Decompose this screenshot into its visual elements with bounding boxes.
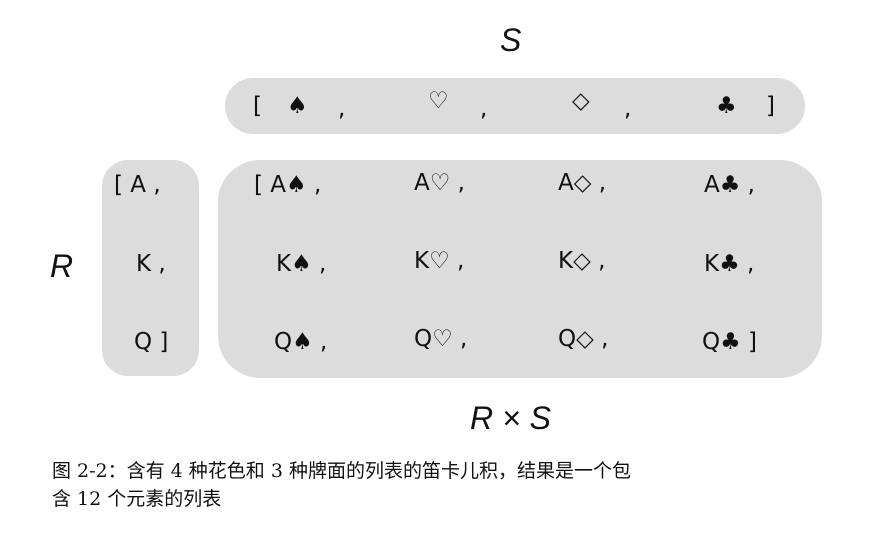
s-comma: , [480, 96, 488, 122]
s-club: ♣ [716, 93, 737, 119]
s-comma: , [338, 96, 346, 122]
product-cell: K♠ , [276, 251, 327, 277]
product-cell: Q◇ , [558, 326, 609, 352]
product-cell: K♣ , [704, 251, 755, 277]
figure-caption-line-2: 含 12 个元素的列表 [52, 488, 222, 510]
product-cell: Q♠ , [274, 329, 328, 355]
product-cell: A◇ , [558, 170, 607, 196]
set-s-label: S [500, 22, 522, 58]
s-comma: , [624, 96, 632, 122]
product-container [218, 160, 822, 378]
s-diamond: ◇ [572, 88, 590, 114]
product-cell: A♡ , [414, 170, 465, 196]
product-label: R × S [470, 400, 551, 436]
figure-caption-line-1: 图 2-2：含有 4 种花色和 3 种牌面的列表的笛卡儿积，结果是一个包 [52, 460, 631, 482]
product-cell: [ A♠ , [254, 172, 322, 198]
product-cell: Q♡ , [414, 326, 468, 352]
r-item-q: Q ] [134, 329, 169, 355]
product-cell: K◇ , [558, 248, 606, 274]
set-s-container [225, 78, 805, 134]
s-close-bracket: ] [766, 93, 775, 119]
r-item-a: [ A , [114, 172, 161, 198]
s-heart: ♡ [428, 88, 449, 114]
set-r-container [102, 160, 199, 376]
set-r-label: R [50, 248, 74, 284]
r-item-k: K , [136, 251, 166, 277]
product-cell: A♣ , [704, 172, 755, 198]
product-cell: K♡ , [414, 248, 465, 274]
product-cell: Q♣ ] [702, 329, 758, 355]
s-open-bracket: [ [253, 93, 262, 119]
s-spade: ♠ [287, 93, 308, 119]
